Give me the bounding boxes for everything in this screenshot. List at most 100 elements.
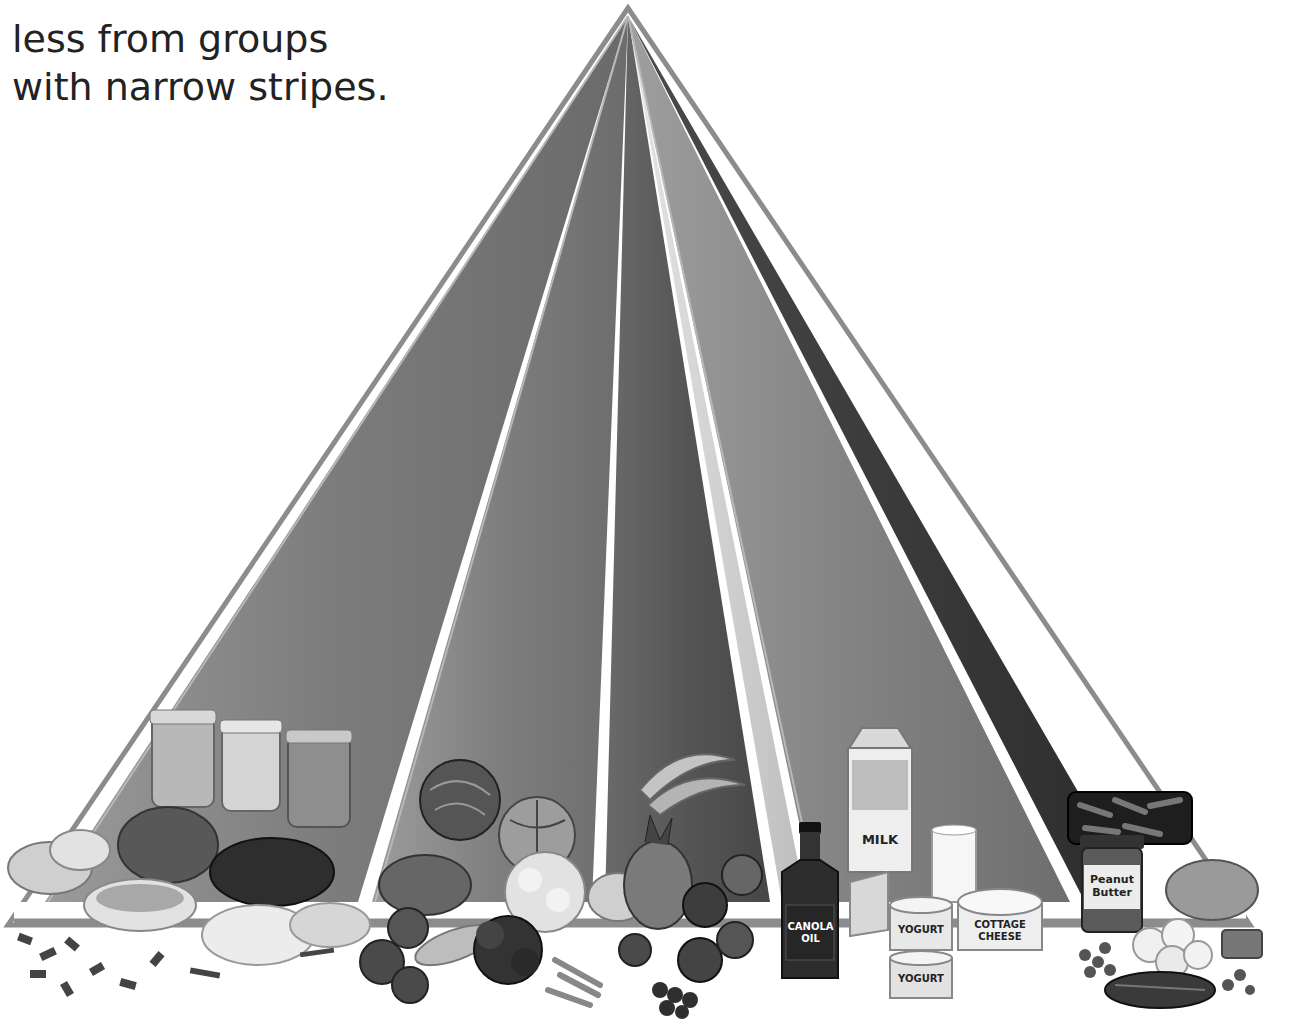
fruit-foods-shape: [652, 982, 698, 1019]
oil-bottle: [782, 822, 838, 978]
fruit-foods-shape: [645, 815, 672, 845]
grain-foods-shape-shape: [60, 981, 74, 997]
meat-bean-foods-shape: [1115, 985, 1205, 990]
meat-bean-foods-shape: [1166, 860, 1258, 920]
vegetable-foods-shape: [430, 781, 490, 815]
meat-bean-foods: [1068, 792, 1262, 1008]
meat-bean-foods-shape-shape: [1245, 985, 1255, 995]
product-label: MILK: [852, 833, 908, 848]
pyramid-stripes-shape: [628, 16, 819, 902]
fruit-foods-shape-shape: [659, 1000, 675, 1016]
grain-foods-shape-shape: [64, 936, 80, 951]
grain-foods-shape: [96, 884, 184, 912]
grain-foods-shape-shape: [149, 951, 164, 967]
vegetable-foods-shape: [388, 908, 428, 948]
pyramid-stripes-shape: [372, 16, 628, 902]
grain-foods-shape-shape: [17, 933, 33, 945]
meat-bean-foods-shape-shape: [1150, 800, 1180, 806]
vegetable-foods-shape: [420, 760, 500, 840]
grain-foods-shape: [84, 879, 196, 931]
meat-bean-foods-shape: [1079, 942, 1255, 995]
grain-foods-shape: [17, 933, 334, 997]
grain-foods-shape: [150, 710, 216, 724]
meat-bean-foods-shape-shape: [1092, 956, 1104, 968]
pyramid-outline-shape: [8, 8, 1250, 925]
product-label: YOGURT: [892, 924, 950, 936]
pyramid-stripes-shape: [375, 16, 628, 902]
milk-foods-shape: [852, 760, 908, 810]
fruit-foods-shape-shape: [652, 982, 668, 998]
grain-foods-shape-shape: [39, 947, 57, 961]
pyramid-stripes-shape: [48, 16, 628, 902]
vegetable-foods-shape: [476, 921, 504, 949]
milk-foods-shape: [932, 830, 976, 902]
vegetable-foods-shape: [548, 960, 600, 1005]
product-label: CANOLA OIL: [786, 921, 835, 944]
meat-bean-foods-shape-shape: [1085, 828, 1118, 832]
product-label: YOGURT: [892, 973, 950, 985]
fruit-foods-shape: [717, 922, 753, 958]
meat-bean-foods-shape-shape: [1084, 966, 1096, 978]
fruit-foods-shape-shape: [675, 1005, 689, 1019]
oil-bottle-shape: [800, 832, 820, 862]
grain-foods-shape: [118, 807, 218, 883]
grain-foods-shape-shape: [89, 962, 105, 976]
grain-foods-shape: [50, 830, 110, 870]
pyramid-stripes-shape: [45, 16, 628, 902]
milk-foods-shape: [850, 872, 888, 936]
fruit-foods-shape: [648, 778, 745, 815]
meat-bean-foods-shape: [1105, 972, 1215, 1008]
meat-bean-foods-shape-shape: [1104, 964, 1116, 976]
fruit-foods-shape: [678, 938, 722, 982]
grain-foods-shape: [152, 715, 214, 807]
meat-bean-foods-shape-shape: [1115, 800, 1145, 812]
pyramid-stripes-shape: [628, 16, 1070, 902]
pyramid-stripes: [14, 16, 1246, 921]
vegetable-foods-shape: [518, 868, 542, 892]
grain-foods-shape: [210, 838, 334, 906]
product-label: COTTAGE CHEESE: [962, 919, 1038, 942]
meat-bean-foods-shape-shape: [1222, 979, 1234, 991]
pyramid-outline-shape: [22, 16, 1236, 918]
meat-bean-foods-shape: [1184, 941, 1212, 969]
vegetable-foods-shape: [546, 888, 570, 912]
fruit-foods-shape: [722, 855, 762, 895]
grain-foods-shape: [220, 720, 282, 733]
milk-foods-shape: [848, 728, 912, 750]
vegetable-foods-shape: [379, 855, 471, 915]
fruit-foods: [588, 754, 762, 1019]
meat-bean-foods-shape: [1080, 800, 1180, 834]
grain-foods: [8, 710, 370, 997]
grain-foods-shape-shape: [190, 967, 221, 978]
pyramid-stripes-shape: [628, 16, 1142, 902]
grain-foods-shape: [290, 903, 370, 947]
oil-bottle-shape: [786, 905, 834, 960]
meat-bean-foods-shape-shape: [1125, 826, 1160, 834]
grain-foods-shape-shape: [119, 978, 137, 990]
vegetable-foods-shape: [511, 948, 539, 976]
oil-bottle-shape: [782, 860, 838, 978]
vegetable-foods-shape: [474, 916, 542, 984]
fruit-foods-shape: [619, 934, 651, 966]
meat-bean-foods-shape-shape: [1234, 969, 1246, 981]
meat-bean-foods-shape-shape: [1080, 805, 1110, 815]
milk-foods-shape: [890, 897, 952, 913]
grain-foods-shape: [286, 730, 352, 743]
milk-foods-shape: [932, 825, 976, 835]
meat-bean-foods-shape: [1084, 865, 1140, 909]
caption-text: less from groups with narrow stripes.: [12, 16, 393, 111]
grain-foods-shape: [222, 725, 280, 811]
meat-bean-foods-shape: [1082, 848, 1142, 932]
milk-foods-shape: [848, 748, 912, 872]
grain-foods-shape: [288, 735, 350, 827]
vegetable-foods-shape: [392, 967, 428, 1003]
grain-foods-shape-shape: [30, 970, 46, 978]
grain-foods-shape-shape: [300, 948, 334, 958]
product-label: Peanut Butter: [1085, 874, 1139, 899]
vegetable-foods: [360, 760, 600, 1005]
meat-bean-foods-shape-shape: [1079, 949, 1091, 961]
milk-foods-shape: [890, 951, 952, 965]
meat-bean-foods-shape: [1222, 930, 1262, 958]
